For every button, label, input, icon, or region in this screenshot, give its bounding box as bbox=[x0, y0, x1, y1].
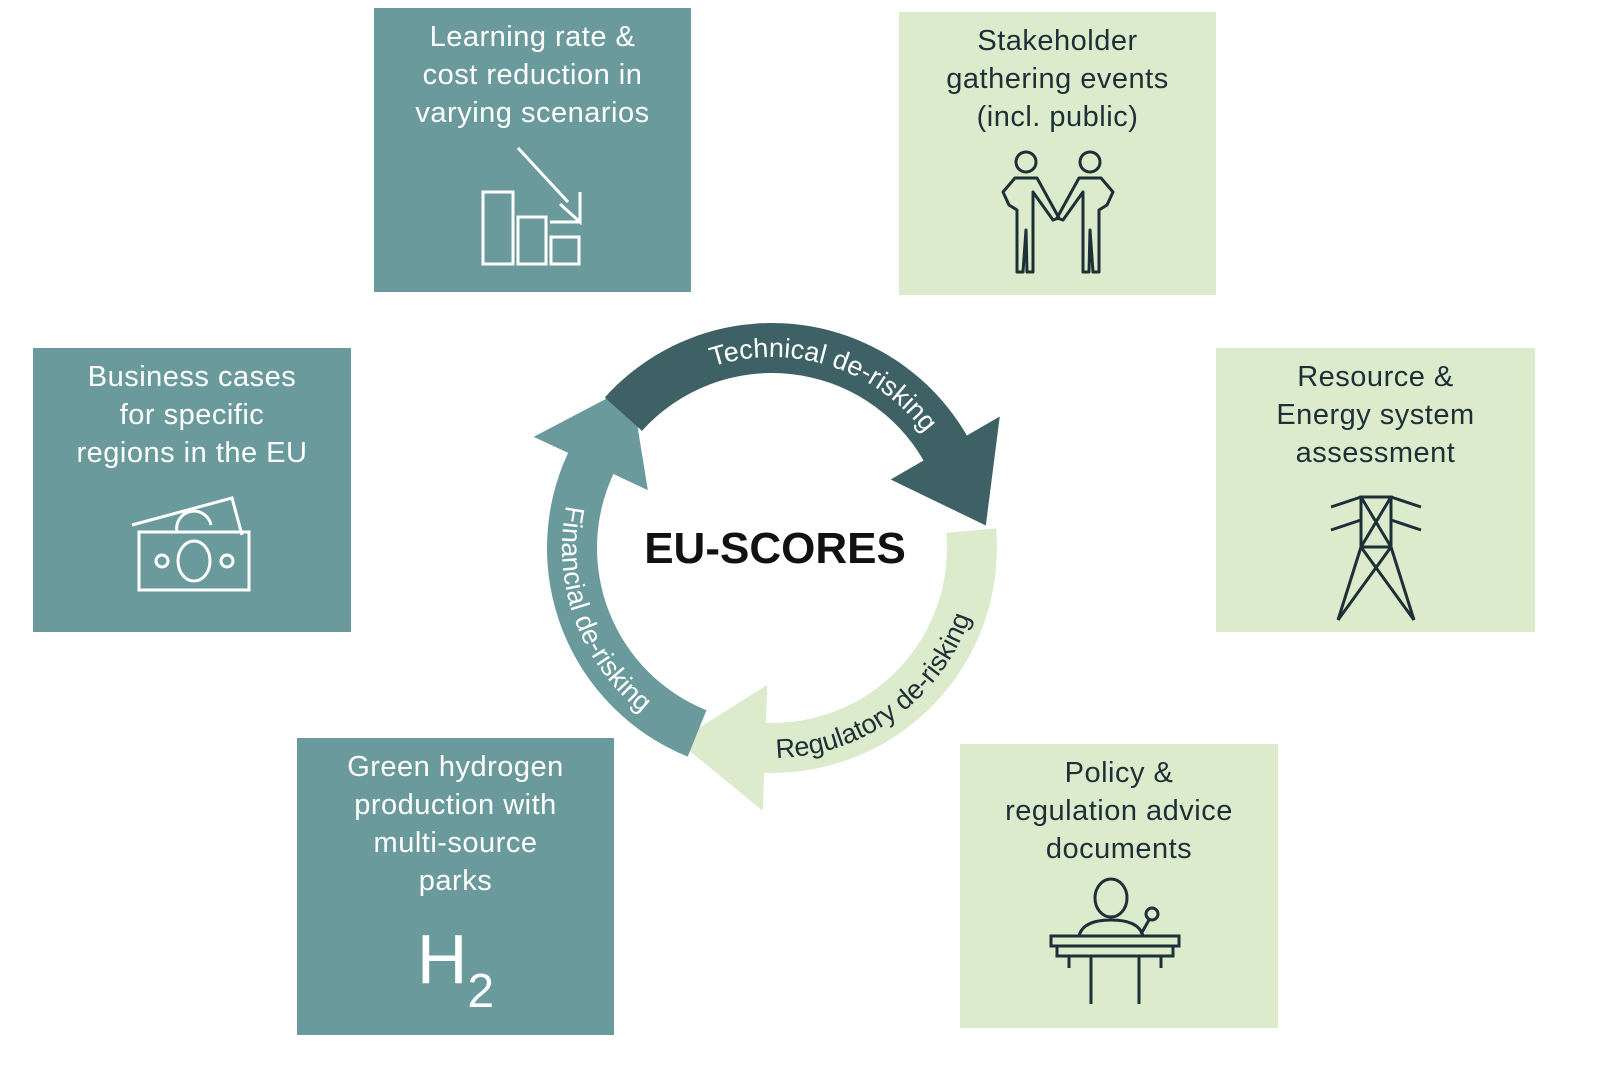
box-learning-rate: Learning rate & cost reduction in varyin… bbox=[374, 8, 691, 292]
box-green-hydrogen-text: Green hydrogen production with multi-sou… bbox=[347, 751, 564, 897]
regulatory-arrow bbox=[677, 528, 997, 811]
box-business-cases: Business cases for specific regions in t… bbox=[33, 348, 351, 632]
hydrogen-h2-icon: H2 bbox=[416, 920, 495, 1018]
box-policy-advice: Policy & regulation advice documents bbox=[960, 744, 1278, 1028]
power-pylon-icon bbox=[1330, 495, 1421, 621]
box-stakeholder-text: Stakeholder gathering events (incl. publ… bbox=[946, 25, 1169, 133]
box-business-cases-text: Business cases for specific regions in t… bbox=[76, 361, 308, 469]
box-learning-rate-text: Learning rate & cost reduction in varyin… bbox=[415, 21, 650, 129]
technical-arrow bbox=[604, 322, 1000, 526]
center-title: EU-SCORES bbox=[644, 524, 906, 573]
box-resource-assessment-text: Resource & Energy system assessment bbox=[1276, 361, 1475, 469]
declining-bar-chart-icon bbox=[481, 146, 581, 266]
handshake-people-icon bbox=[1001, 150, 1114, 274]
box-green-hydrogen: Green hydrogen production with multi-sou… bbox=[297, 738, 614, 1035]
technical-de-risking-label: Technical de-risking bbox=[706, 333, 944, 437]
speaker-podium-icon bbox=[1049, 877, 1181, 1004]
financial-arrow bbox=[533, 385, 707, 757]
box-policy-advice-text: Policy & regulation advice documents bbox=[1005, 757, 1233, 865]
box-resource-assessment: Resource & Energy system assessment bbox=[1216, 348, 1535, 632]
box-stakeholder: Stakeholder gathering events (incl. publ… bbox=[899, 12, 1216, 295]
banknotes-icon bbox=[131, 496, 251, 592]
